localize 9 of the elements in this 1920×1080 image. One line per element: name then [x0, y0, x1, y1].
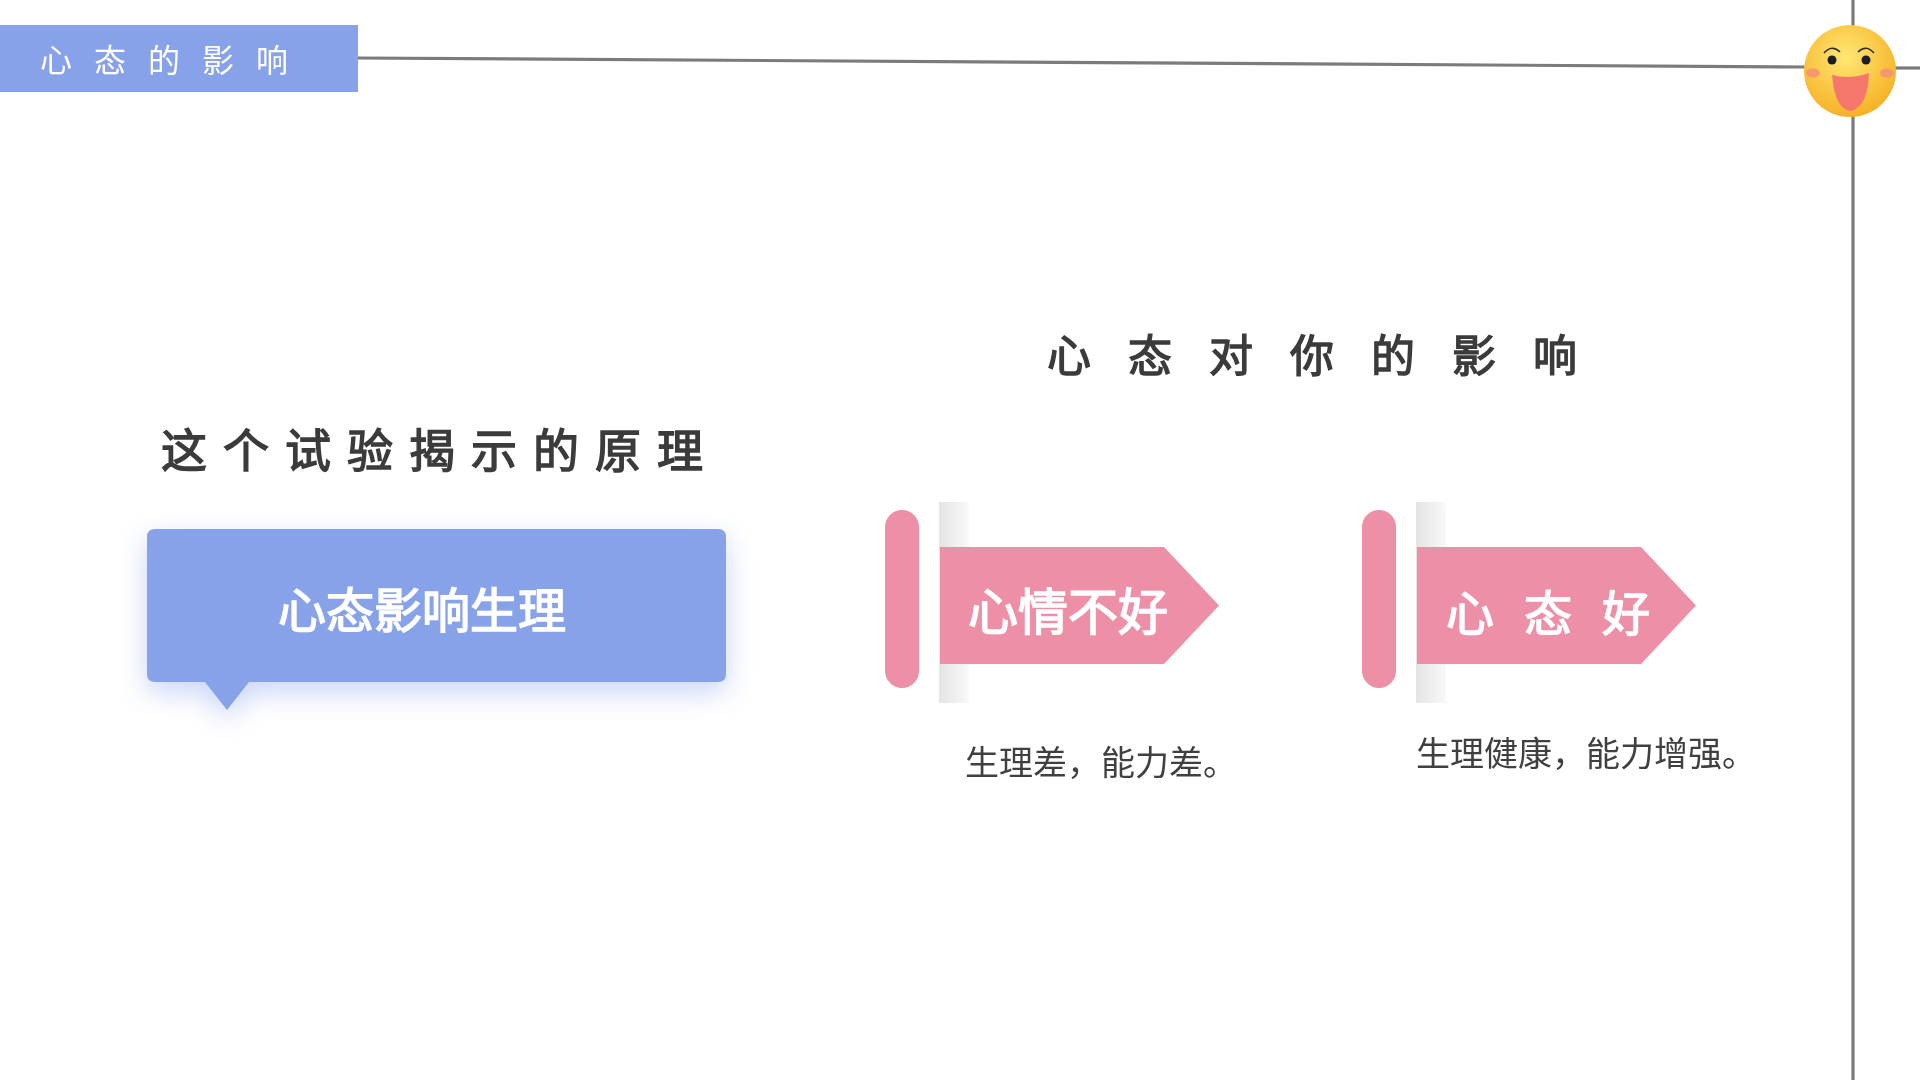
description-text: 生理健康，能力增强。	[1416, 737, 1756, 771]
title-banner	[0, 25, 358, 92]
heading: 心态对你的影响	[1047, 335, 1614, 379]
tag-text: 心情不好	[968, 588, 1168, 638]
banner-text: 心态的影响	[40, 44, 310, 77]
description-text: 生理差，能力差。	[965, 746, 1237, 780]
bubble-text: 心态影响生理	[278, 587, 566, 635]
tag-text: 心态好	[1446, 590, 1680, 638]
section-heading: 这个试验揭示的原理	[161, 428, 719, 474]
